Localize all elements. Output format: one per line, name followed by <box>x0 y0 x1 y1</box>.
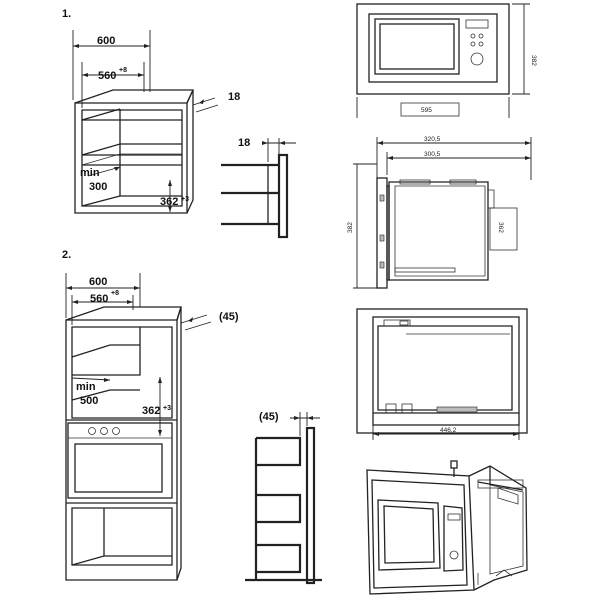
appliance-front-view: 595 382 <box>356 3 537 118</box>
fig2-depth-offset: (45) <box>219 311 239 323</box>
fig2-height: 362 <box>142 405 160 417</box>
fig2-width-outer: 600 <box>89 276 107 288</box>
appliance-top-view: 446,2 <box>356 308 528 440</box>
fig2-min-label: min <box>76 381 96 393</box>
fig2-width-inner: 560 <box>90 293 108 305</box>
fig2-dimensions: 600 560 +8 (45) min 500 362 +3 <box>65 273 239 436</box>
side-height-label: 382 <box>347 222 354 233</box>
appliance-perspective-view <box>366 460 528 595</box>
front-width-label: 595 <box>421 107 432 114</box>
cabinet-figure-1 <box>74 89 195 214</box>
fig1-height: 362 <box>160 196 178 208</box>
side-body-depth: 300,5 <box>424 151 441 158</box>
fig1-width-inner: 560 <box>98 70 116 82</box>
fig2-min-depth: 500 <box>80 395 98 407</box>
fig1-depth-offset: 18 <box>228 91 240 103</box>
fig1-height-tol: +3 <box>181 196 189 203</box>
top-width-label: 446,2 <box>440 427 457 434</box>
step-2-label: 2. <box>62 249 71 261</box>
fig2-height-tol: +3 <box>163 405 171 412</box>
fig1-side-section: 18 <box>221 137 296 239</box>
front-height-label: 382 <box>530 55 537 66</box>
fig1-width-outer: 600 <box>97 35 115 47</box>
fig1-min-depth: 300 <box>89 181 107 193</box>
cabinet-figure-2 <box>65 306 182 581</box>
fig2-width-inner-tol: +8 <box>111 290 119 297</box>
side-total-depth: 320,5 <box>424 136 441 143</box>
fig2-side-section: (45) <box>245 411 322 585</box>
step-1-label: 1. <box>62 8 71 20</box>
fig1-width-inner-tol: +8 <box>119 67 127 74</box>
fig1-min-label: min <box>80 167 100 179</box>
side-inner-height: 362 <box>497 222 504 233</box>
fig1-side-offset: 18 <box>238 137 250 149</box>
appliance-side-view: 320,5 300,5 362 382 <box>347 136 532 289</box>
fig2-side-offset: (45) <box>259 411 279 423</box>
fig1-dimensions: 600 560 +8 18 min 300 362 +3 <box>72 30 240 212</box>
